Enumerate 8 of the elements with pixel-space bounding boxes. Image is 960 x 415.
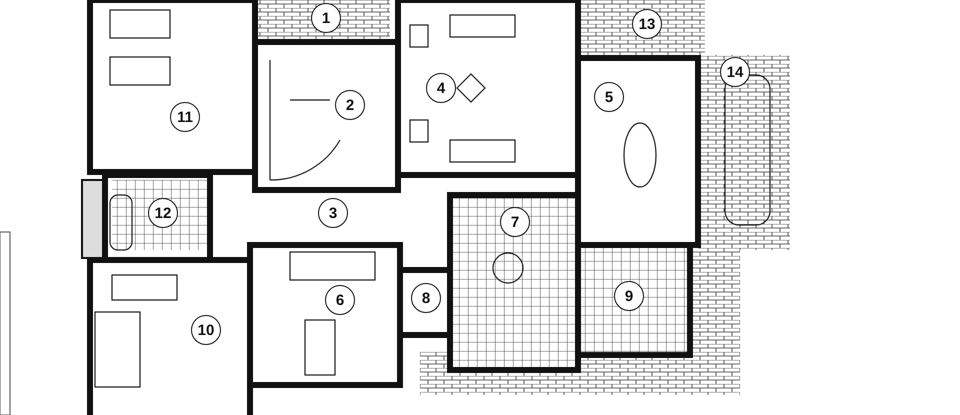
room-number: 2 xyxy=(335,90,365,120)
room-number: 5 xyxy=(594,82,624,112)
room-number: 11 xyxy=(170,102,200,132)
room-number: 8 xyxy=(411,283,441,313)
room-number: 10 xyxy=(191,315,221,345)
room-number: 4 xyxy=(426,73,456,103)
room-number: 3 xyxy=(318,198,348,228)
room-number: 6 xyxy=(325,285,355,315)
